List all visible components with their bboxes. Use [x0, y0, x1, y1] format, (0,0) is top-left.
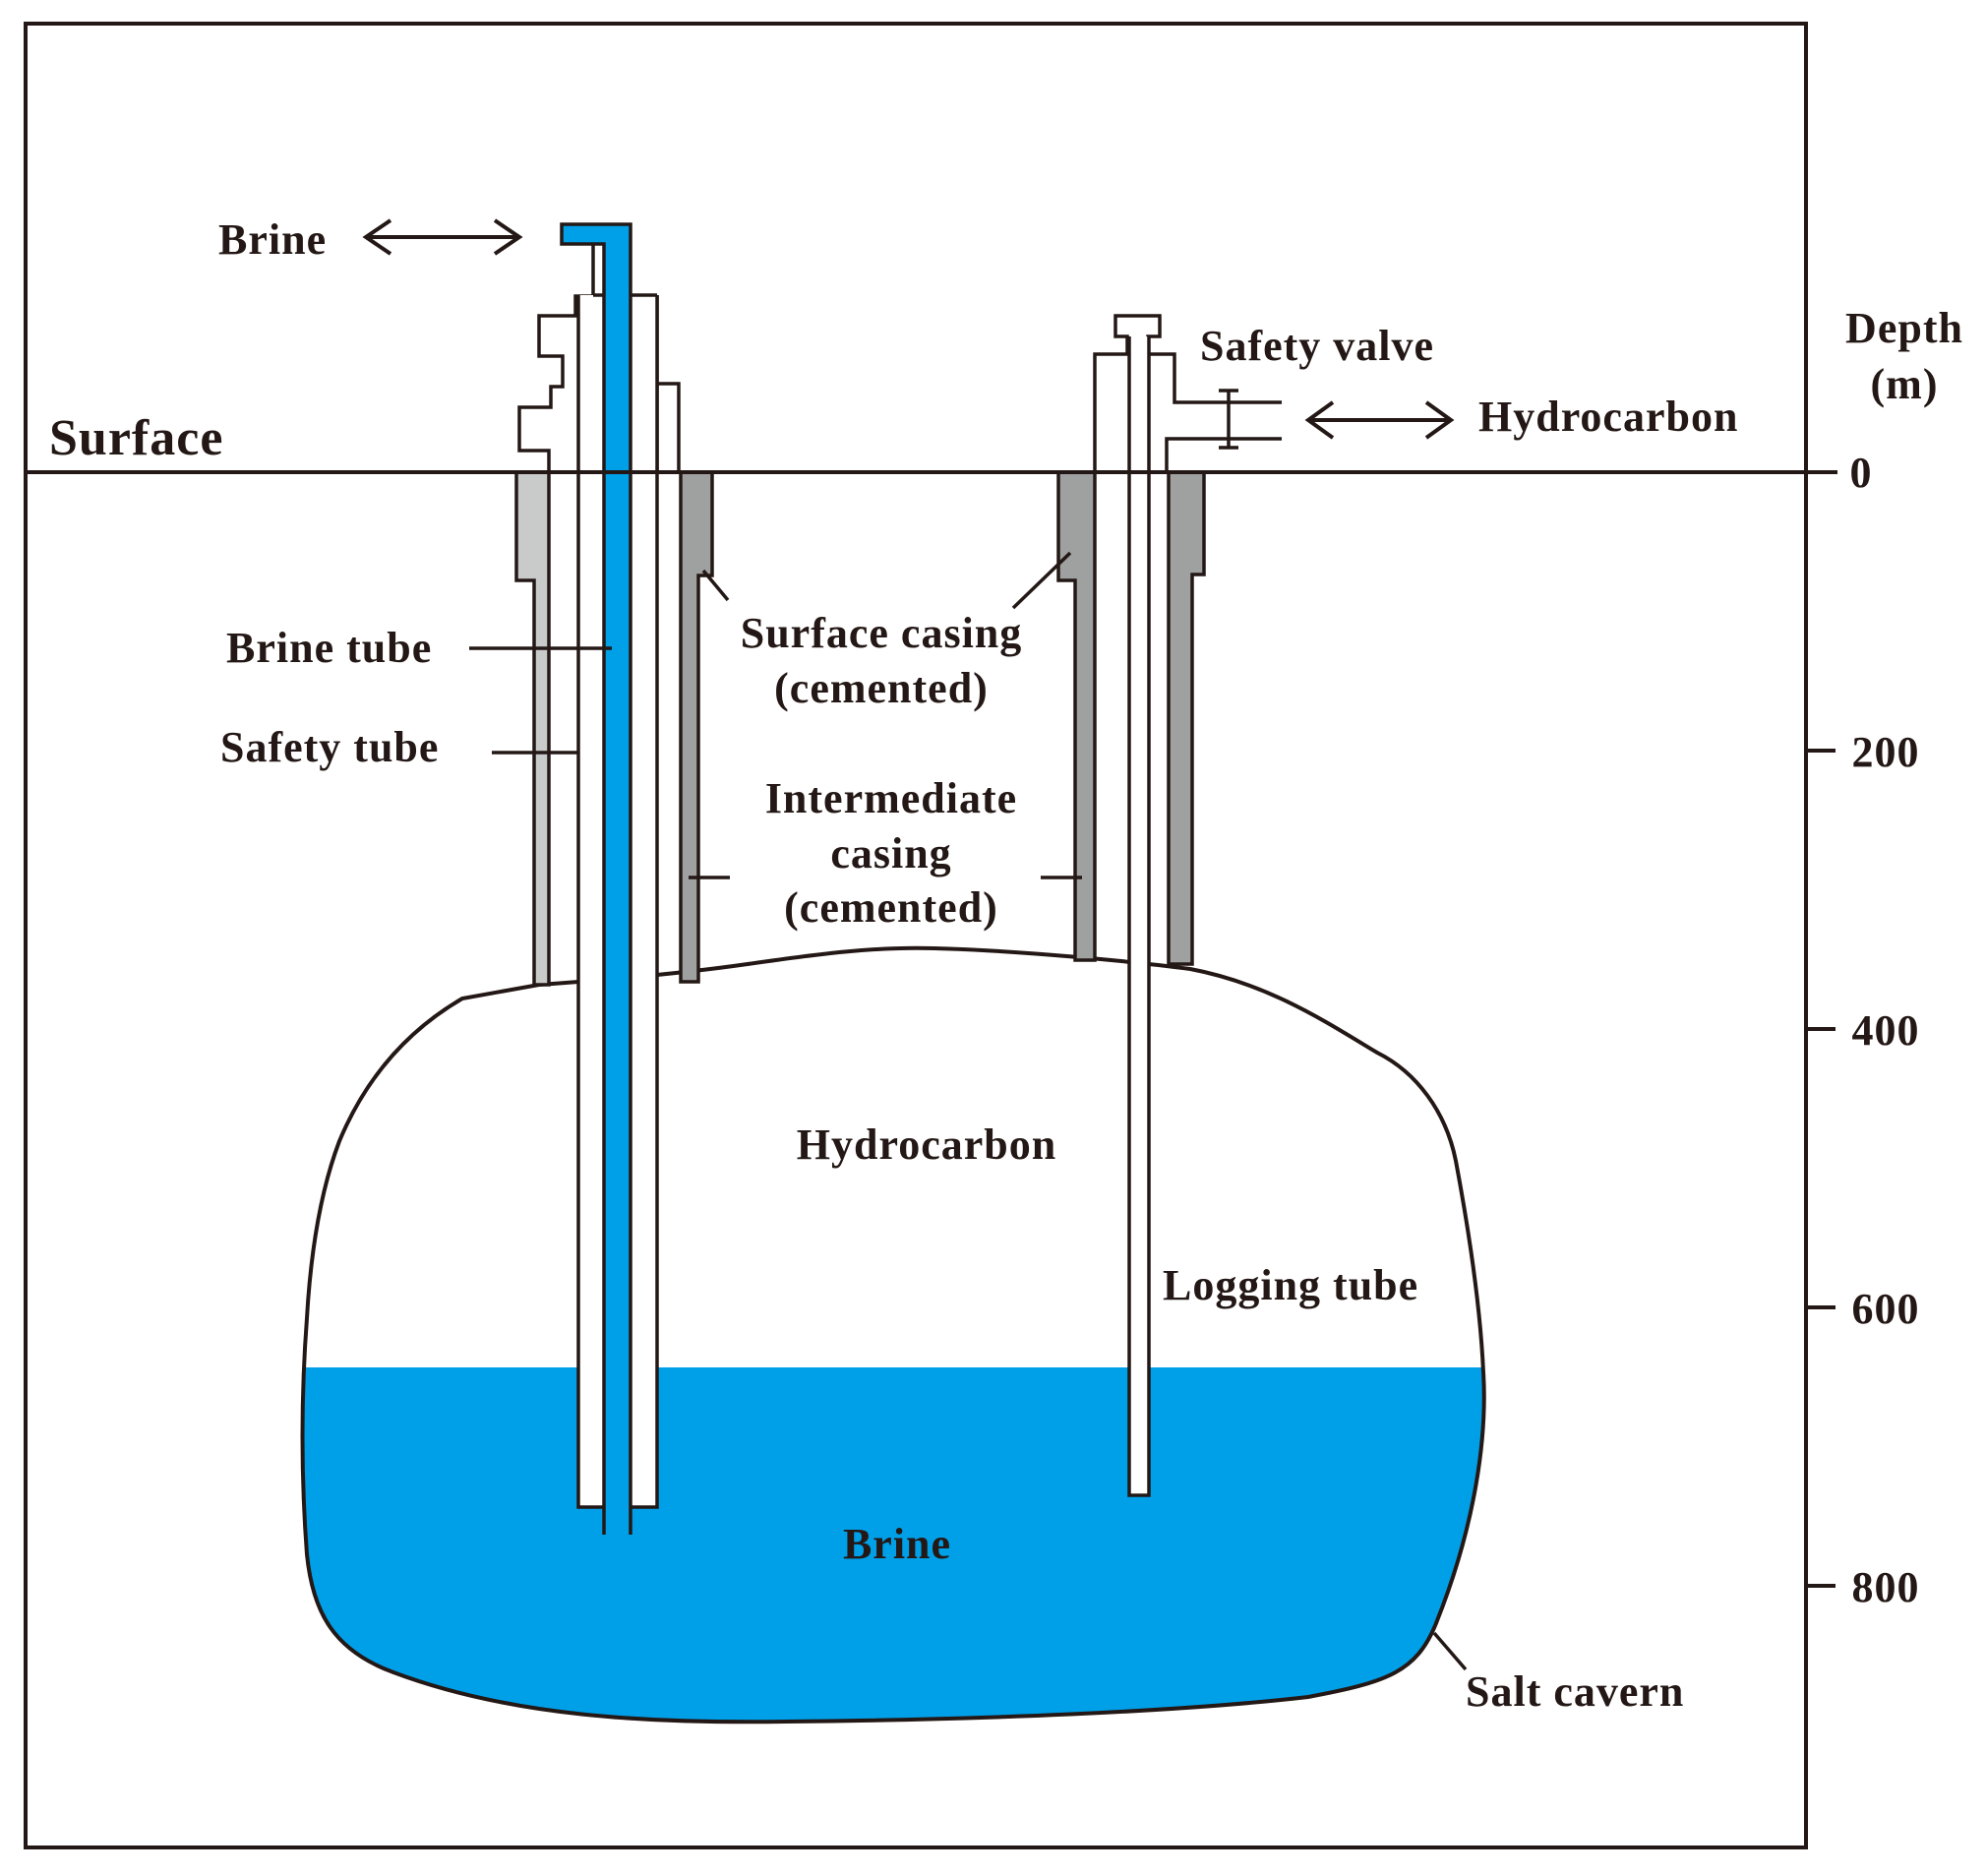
brine-flow-arrow — [362, 218, 523, 256]
safety-tube-label: Safety tube — [220, 723, 439, 771]
wellhead-hydrocarbon — [1093, 314, 1282, 472]
brine-flow-label: Brine — [218, 215, 327, 264]
diagram-frame — [24, 22, 1808, 1849]
surface-label: Surface — [49, 410, 223, 466]
intermediate-casing-right-well-right — [1167, 470, 1206, 966]
logging-tube — [1129, 336, 1149, 1495]
depth-axis-title: Depth — [1845, 304, 1963, 352]
depth-tick-label-0: 0 — [1850, 449, 1873, 497]
logging-tube-outline — [1127, 336, 1151, 1497]
cavern-outline — [300, 945, 1486, 1725]
salt-cavern-label: Salt cavern — [1466, 1667, 1684, 1716]
cavern-hydrocarbon-label: Hydrocarbon — [797, 1120, 1056, 1169]
depth-tick-label-800: 800 — [1852, 1563, 1920, 1611]
safety-valve-label: Safety valve — [1200, 322, 1434, 370]
depth-tick-label-600: 600 — [1852, 1285, 1920, 1333]
surface-casing-label-2: (cemented) — [774, 664, 989, 712]
depth-axis-unit: (m) — [1871, 360, 1939, 408]
surface-casing-left-wall — [514, 470, 551, 987]
surface-casing-leader-left — [701, 569, 730, 602]
surface-casing-leader-right — [1011, 551, 1072, 610]
cavern-brine-layer — [302, 1367, 1484, 1723]
brine-tube-outline — [560, 222, 632, 1535]
wellhead-left — [517, 245, 595, 472]
surface-casing-label-1: Surface casing — [741, 609, 1023, 657]
logging-tube-label: Logging tube — [1163, 1261, 1418, 1309]
intermediate-casing-label-3: (cemented) — [784, 883, 998, 932]
safety-valve-symbol — [1219, 389, 1238, 450]
depth-tick-label-200: 200 — [1852, 728, 1920, 776]
intermediate-casing-right-well-left — [1056, 470, 1097, 962]
hydrocarbon-flow-arrow — [1304, 400, 1455, 440]
brine-tube-label: Brine tube — [226, 624, 432, 672]
salt-cavern-leader — [1432, 1631, 1468, 1671]
intermediate-casing-left-well — [679, 470, 714, 984]
salt-cavern — [300, 945, 1486, 1725]
depth-tick-label-400: 400 — [1852, 1006, 1920, 1055]
depth-axis: 0 200 400 600 800 Depth (m) — [1806, 304, 1963, 1611]
brine-well — [514, 222, 714, 1535]
intermediate-casing-label-2: casing — [830, 829, 951, 877]
intermediate-casing-label-1: Intermediate — [765, 774, 1017, 822]
wellhead-right — [655, 295, 681, 472]
hydrocarbon-flow-label: Hydrocarbon — [1478, 393, 1738, 441]
brine-tube — [562, 224, 631, 1535]
cavern-brine-label: Brine — [843, 1520, 951, 1568]
